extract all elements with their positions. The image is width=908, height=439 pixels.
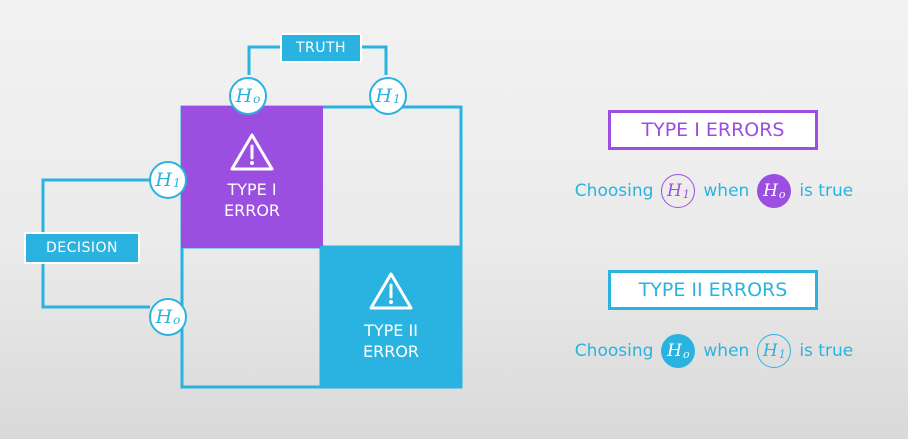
type2-errors-title: TYPE II ERRORS	[608, 270, 818, 310]
type1-errors-title: TYPE I ERRORS	[608, 110, 818, 150]
type2-cell-line1: TYPE II	[364, 321, 418, 341]
type2-is-true-text: is true	[799, 341, 854, 361]
type2-cell-line2: ERROR	[362, 342, 420, 361]
type1-when-text: when	[703, 181, 750, 201]
warning-icon	[230, 133, 274, 171]
type2-choosing-text: Choosing	[574, 341, 654, 361]
warning-icon	[369, 272, 413, 310]
type1-is-true-text: is true	[799, 181, 854, 201]
type2-error-cell: TYPE II ERROR	[320, 246, 462, 388]
type1-cell-line1: TYPE I	[227, 180, 277, 200]
type1-cell-line2: ERROR	[223, 201, 281, 220]
type2-when-text: when	[703, 341, 750, 361]
decision-label: DECISION	[24, 232, 140, 264]
type1-choosing-text: Choosing	[574, 181, 654, 201]
type1-error-cell: TYPE I ERROR	[181, 106, 323, 248]
truth-label: TRUTH	[280, 33, 362, 63]
